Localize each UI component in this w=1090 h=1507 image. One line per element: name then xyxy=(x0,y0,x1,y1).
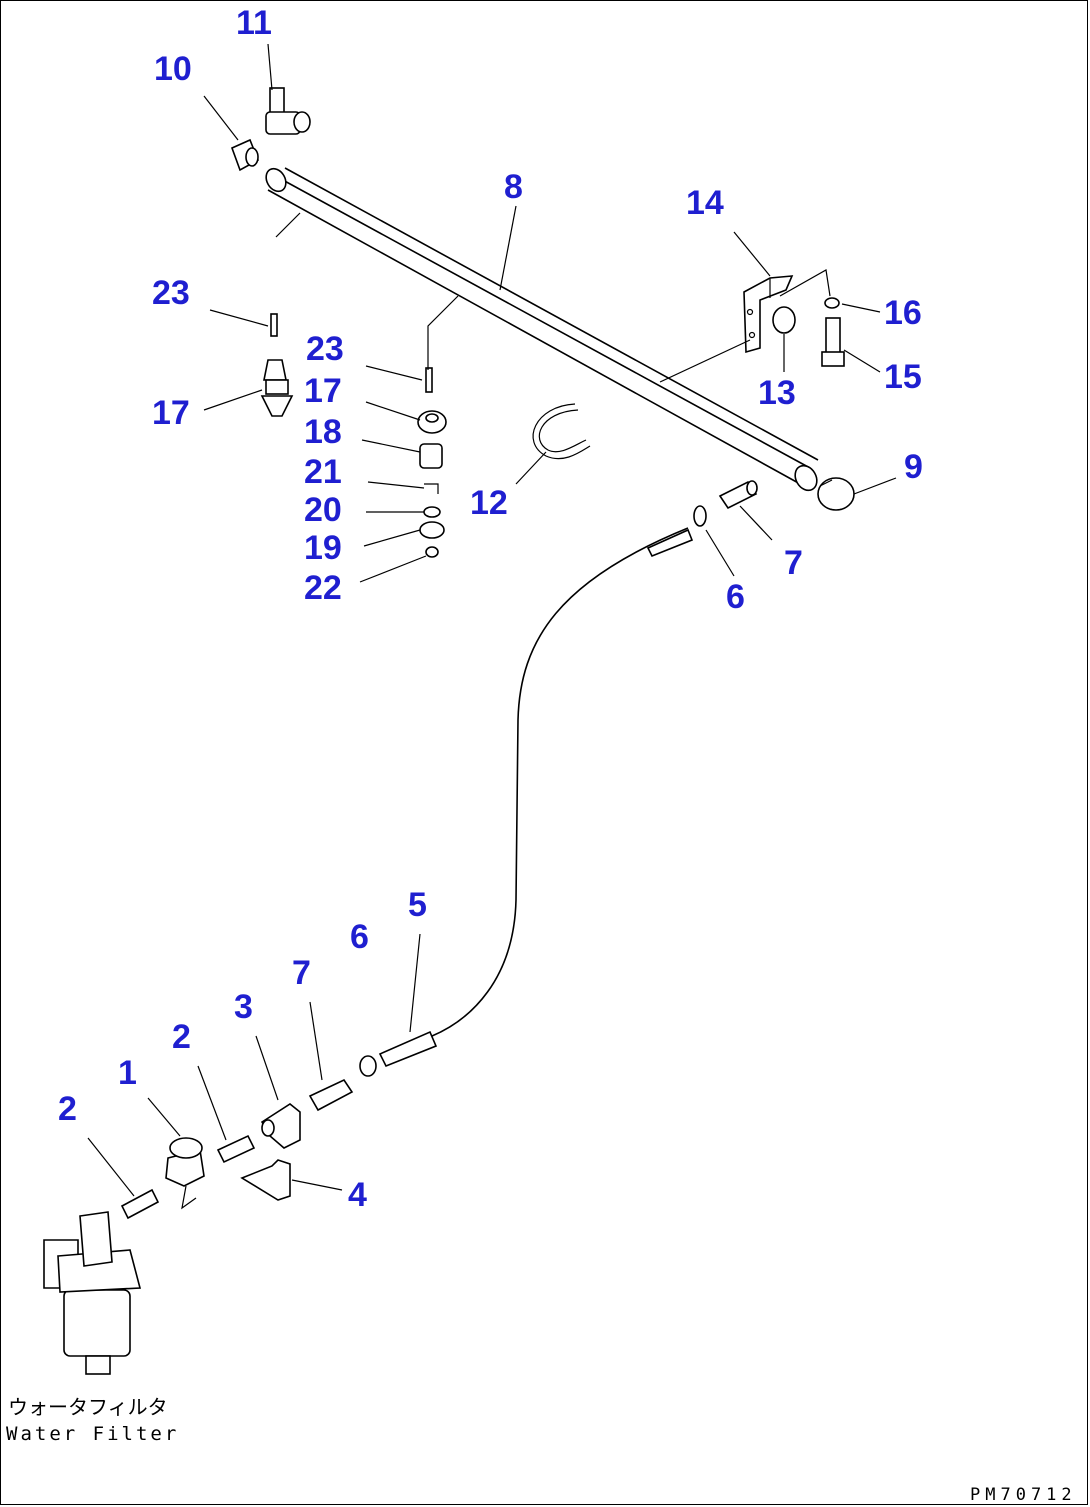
callout-6-lower: 6 xyxy=(350,918,369,956)
callout-22: 22 xyxy=(304,569,342,607)
callout-23-left: 23 xyxy=(152,274,190,312)
callout-21: 21 xyxy=(304,453,342,491)
water-filter-label-en: Water Filter xyxy=(6,1423,179,1445)
washer-part-16 xyxy=(824,297,840,309)
callout-18: 18 xyxy=(304,413,342,451)
hose-part-12 xyxy=(532,403,591,460)
callout-23-stack: 23 xyxy=(306,330,344,368)
pin-part-23 xyxy=(270,313,278,337)
cap-part-10 xyxy=(230,138,260,172)
callout-17-stack: 17 xyxy=(304,372,342,410)
fitting-stack xyxy=(417,367,447,558)
cap-part-9 xyxy=(817,477,855,511)
callout-10: 10 xyxy=(154,50,192,88)
hose-part-5 xyxy=(359,527,694,1077)
leader-lines xyxy=(87,43,897,1197)
callout-7-lower: 7 xyxy=(292,954,311,992)
upper-connector xyxy=(693,480,758,527)
callout-6-upper: 6 xyxy=(726,578,745,616)
callout-7-upper: 7 xyxy=(784,544,803,582)
callouts: 11 10 8 14 23 23 16 15 17 17 13 18 21 20… xyxy=(58,4,923,1214)
callout-19: 19 xyxy=(304,529,342,567)
callout-13: 13 xyxy=(758,374,796,412)
drawing-code: PM70712 xyxy=(970,1485,1077,1505)
callout-2-upper: 2 xyxy=(172,1018,191,1056)
callout-11: 11 xyxy=(236,4,272,42)
callout-15: 15 xyxy=(884,358,922,396)
main-bar-part xyxy=(265,167,819,492)
callout-16: 16 xyxy=(884,294,922,332)
nut-part-13 xyxy=(772,306,796,334)
bracket-part-14 xyxy=(743,275,794,354)
callout-8: 8 xyxy=(504,168,523,206)
callout-9: 9 xyxy=(904,448,923,486)
callout-12: 12 xyxy=(470,484,508,522)
callout-2-lower: 2 xyxy=(58,1090,77,1128)
callout-14: 14 xyxy=(686,184,724,222)
elbow-part-11 xyxy=(265,87,311,135)
nipple-part-17 xyxy=(260,359,294,417)
callout-20: 20 xyxy=(304,491,342,529)
lower-fittings xyxy=(120,1078,354,1220)
callout-17-left: 17 xyxy=(152,394,190,432)
water-filter-label-jp: ウォータフィルタ xyxy=(8,1395,168,1419)
callout-3: 3 xyxy=(234,988,253,1026)
callout-4: 4 xyxy=(348,1176,367,1214)
callout-1: 1 xyxy=(118,1054,137,1092)
water-filter-part xyxy=(43,1211,142,1375)
callout-5: 5 xyxy=(408,886,427,924)
bolt-part-15 xyxy=(821,317,845,367)
